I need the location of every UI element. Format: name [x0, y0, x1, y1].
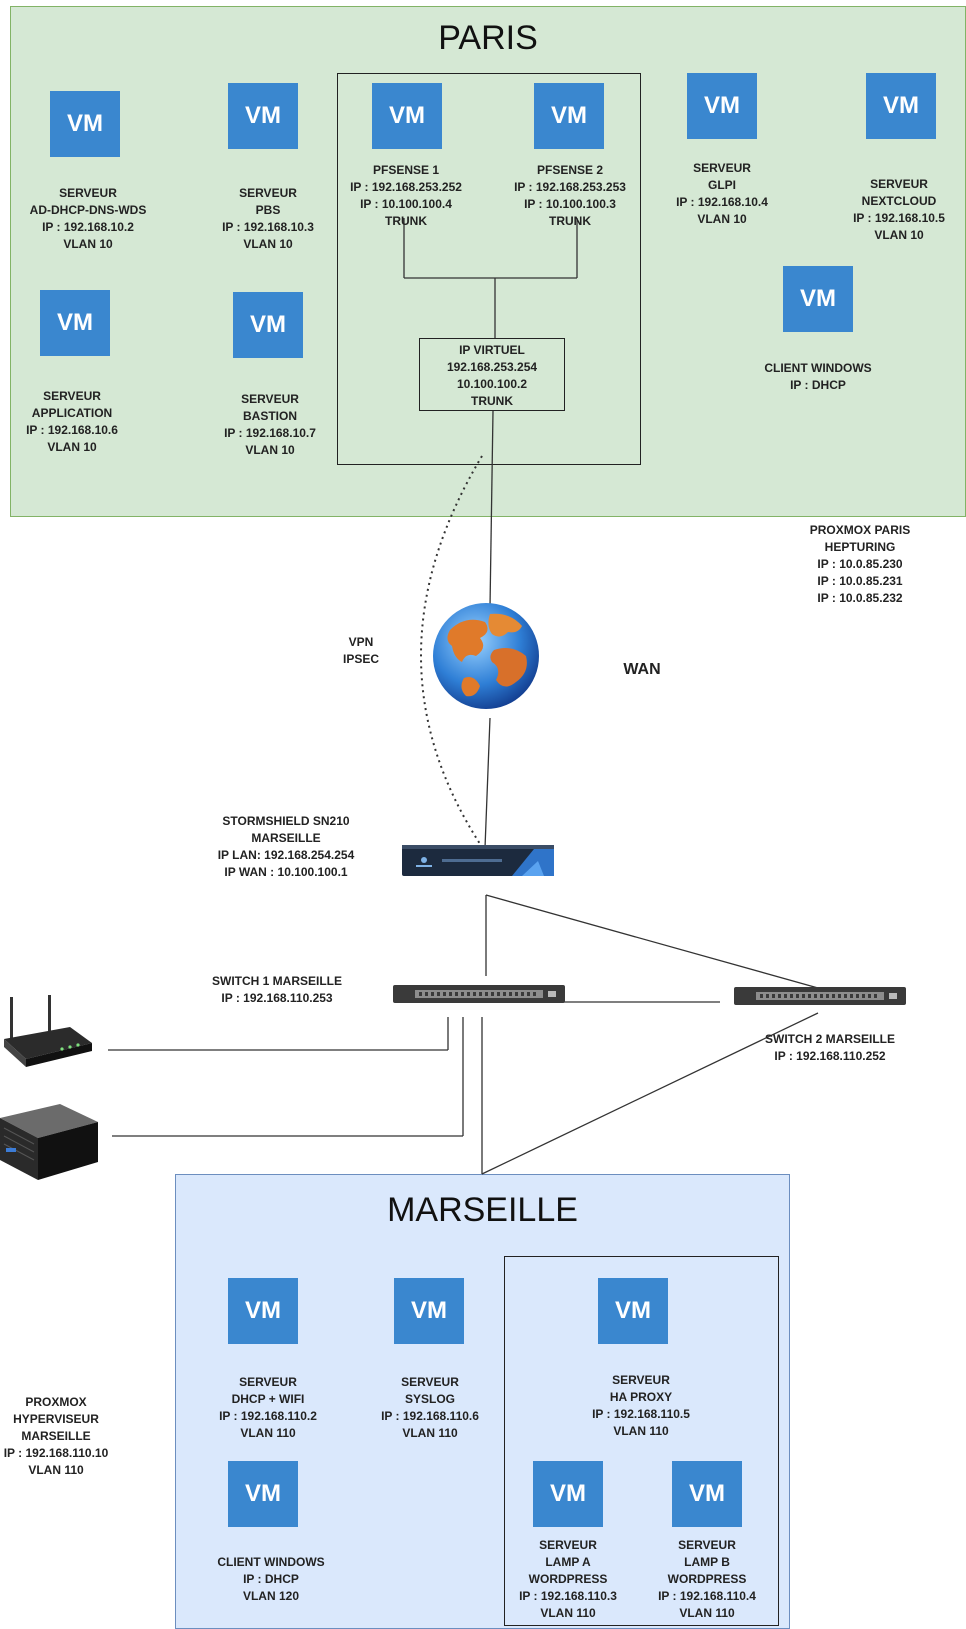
- label-glpi-server: SERVEUR GLPI IP : 192.168.10.4 VLAN 10: [676, 161, 768, 226]
- label-vpn-ipsec: VPN IPSEC: [342, 635, 380, 666]
- label-wan: WAN: [623, 661, 661, 678]
- vm-lamp-b-icon: VM: [672, 1461, 742, 1527]
- label-pfsense2: PFSENSE 2 IP : 192.168.253.253 IP : 10.1…: [514, 163, 626, 228]
- label-switch2: SWITCH 2 MARSEILLE IP : 192.168.110.252: [764, 1032, 896, 1063]
- switch-icon: [393, 985, 565, 1003]
- label-proxmox-paris: PROXMOX PARIS HEPTURING IP : 10.0.85.230…: [809, 523, 911, 605]
- vm-pfsense1-icon: VM: [372, 83, 442, 149]
- ip-virtuel-box: [419, 338, 565, 411]
- label-pbs-server: SERVEUR PBS IP : 192.168.10.3 VLAN 10: [222, 186, 314, 251]
- label-bastion-server: SERVEUR BASTION IP : 192.168.10.7 VLAN 1…: [224, 392, 316, 457]
- vm-syslog-icon: VM: [394, 1278, 464, 1344]
- vm-haproxy-icon: VM: [598, 1278, 668, 1344]
- vm-nextcloud-icon: VM: [866, 73, 936, 139]
- globe-icon: [430, 600, 542, 712]
- vm-pfsense2-icon: VM: [534, 83, 604, 149]
- firewall-icon: [402, 843, 554, 878]
- paris-zone: PARIS: [10, 6, 966, 517]
- label-stormshield: STORMSHIELD SN210 MARSEILLE IP LAN: 192.…: [217, 814, 355, 879]
- switch-icon: [734, 987, 906, 1005]
- label-ip-virtuel: IP VIRTUEL 192.168.253.254 10.100.100.2 …: [446, 343, 538, 408]
- label-dhcp-wifi-server: SERVEUR DHCP + WIFI IP : 192.168.110.2 V…: [219, 1375, 317, 1440]
- paris-title: PARIS: [438, 19, 538, 57]
- vm-bastion-icon: VM: [233, 292, 303, 358]
- label-nextcloud-server: SERVEUR NEXTCLOUD IP : 192.168.10.5 VLAN…: [853, 177, 945, 242]
- pfsense-cluster-box: [337, 73, 641, 465]
- vm-client-windows-paris-icon: VM: [783, 266, 853, 332]
- vm-client-windows-marseille-icon: VM: [228, 1461, 298, 1527]
- vm-glpi-icon: VM: [687, 73, 757, 139]
- label-lamp-a-server: SERVEUR LAMP A WORDPRESS IP : 192.168.11…: [519, 1538, 617, 1620]
- vm-ad-icon: VM: [50, 91, 120, 157]
- label-client-windows-marseille: CLIENT WINDOWS IP : DHCP VLAN 120: [217, 1555, 325, 1603]
- vm-pbs-icon: VM: [228, 83, 298, 149]
- label-pfsense1: PFSENSE 1 IP : 192.168.253.252 IP : 10.1…: [350, 163, 462, 228]
- marseille-title: MARSEILLE: [387, 1191, 578, 1229]
- label-switch1: SWITCH 1 MARSEILLE IP : 192.168.110.253: [211, 974, 343, 1005]
- label-application-server: SERVEUR APPLICATION IP : 192.168.10.6 VL…: [26, 389, 118, 454]
- label-syslog-server: SERVEUR SYSLOG IP : 192.168.110.6 VLAN 1…: [381, 1375, 479, 1440]
- label-ad-server: SERVEUR AD-DHCP-DNS-WDS IP : 192.168.10.…: [29, 186, 147, 251]
- vm-lamp-a-icon: VM: [533, 1461, 603, 1527]
- label-haproxy-server: SERVEUR HA PROXY IP : 192.168.110.5 VLAN…: [592, 1373, 690, 1438]
- server-icon: [0, 1100, 100, 1180]
- label-lamp-b-server: SERVEUR LAMP B WORDPRESS IP : 192.168.11…: [658, 1538, 756, 1620]
- label-proxmox-marseille: PROXMOX HYPERVISEUR MARSEILLE IP : 192.1…: [3, 1395, 109, 1477]
- vm-dhcp-wifi-icon: VM: [228, 1278, 298, 1344]
- label-client-windows-paris: CLIENT WINDOWS IP : DHCP: [764, 361, 872, 392]
- vm-application-icon: VM: [40, 290, 110, 356]
- wifi-router-icon: [0, 995, 92, 1067]
- ha-proxy-box: [504, 1256, 779, 1626]
